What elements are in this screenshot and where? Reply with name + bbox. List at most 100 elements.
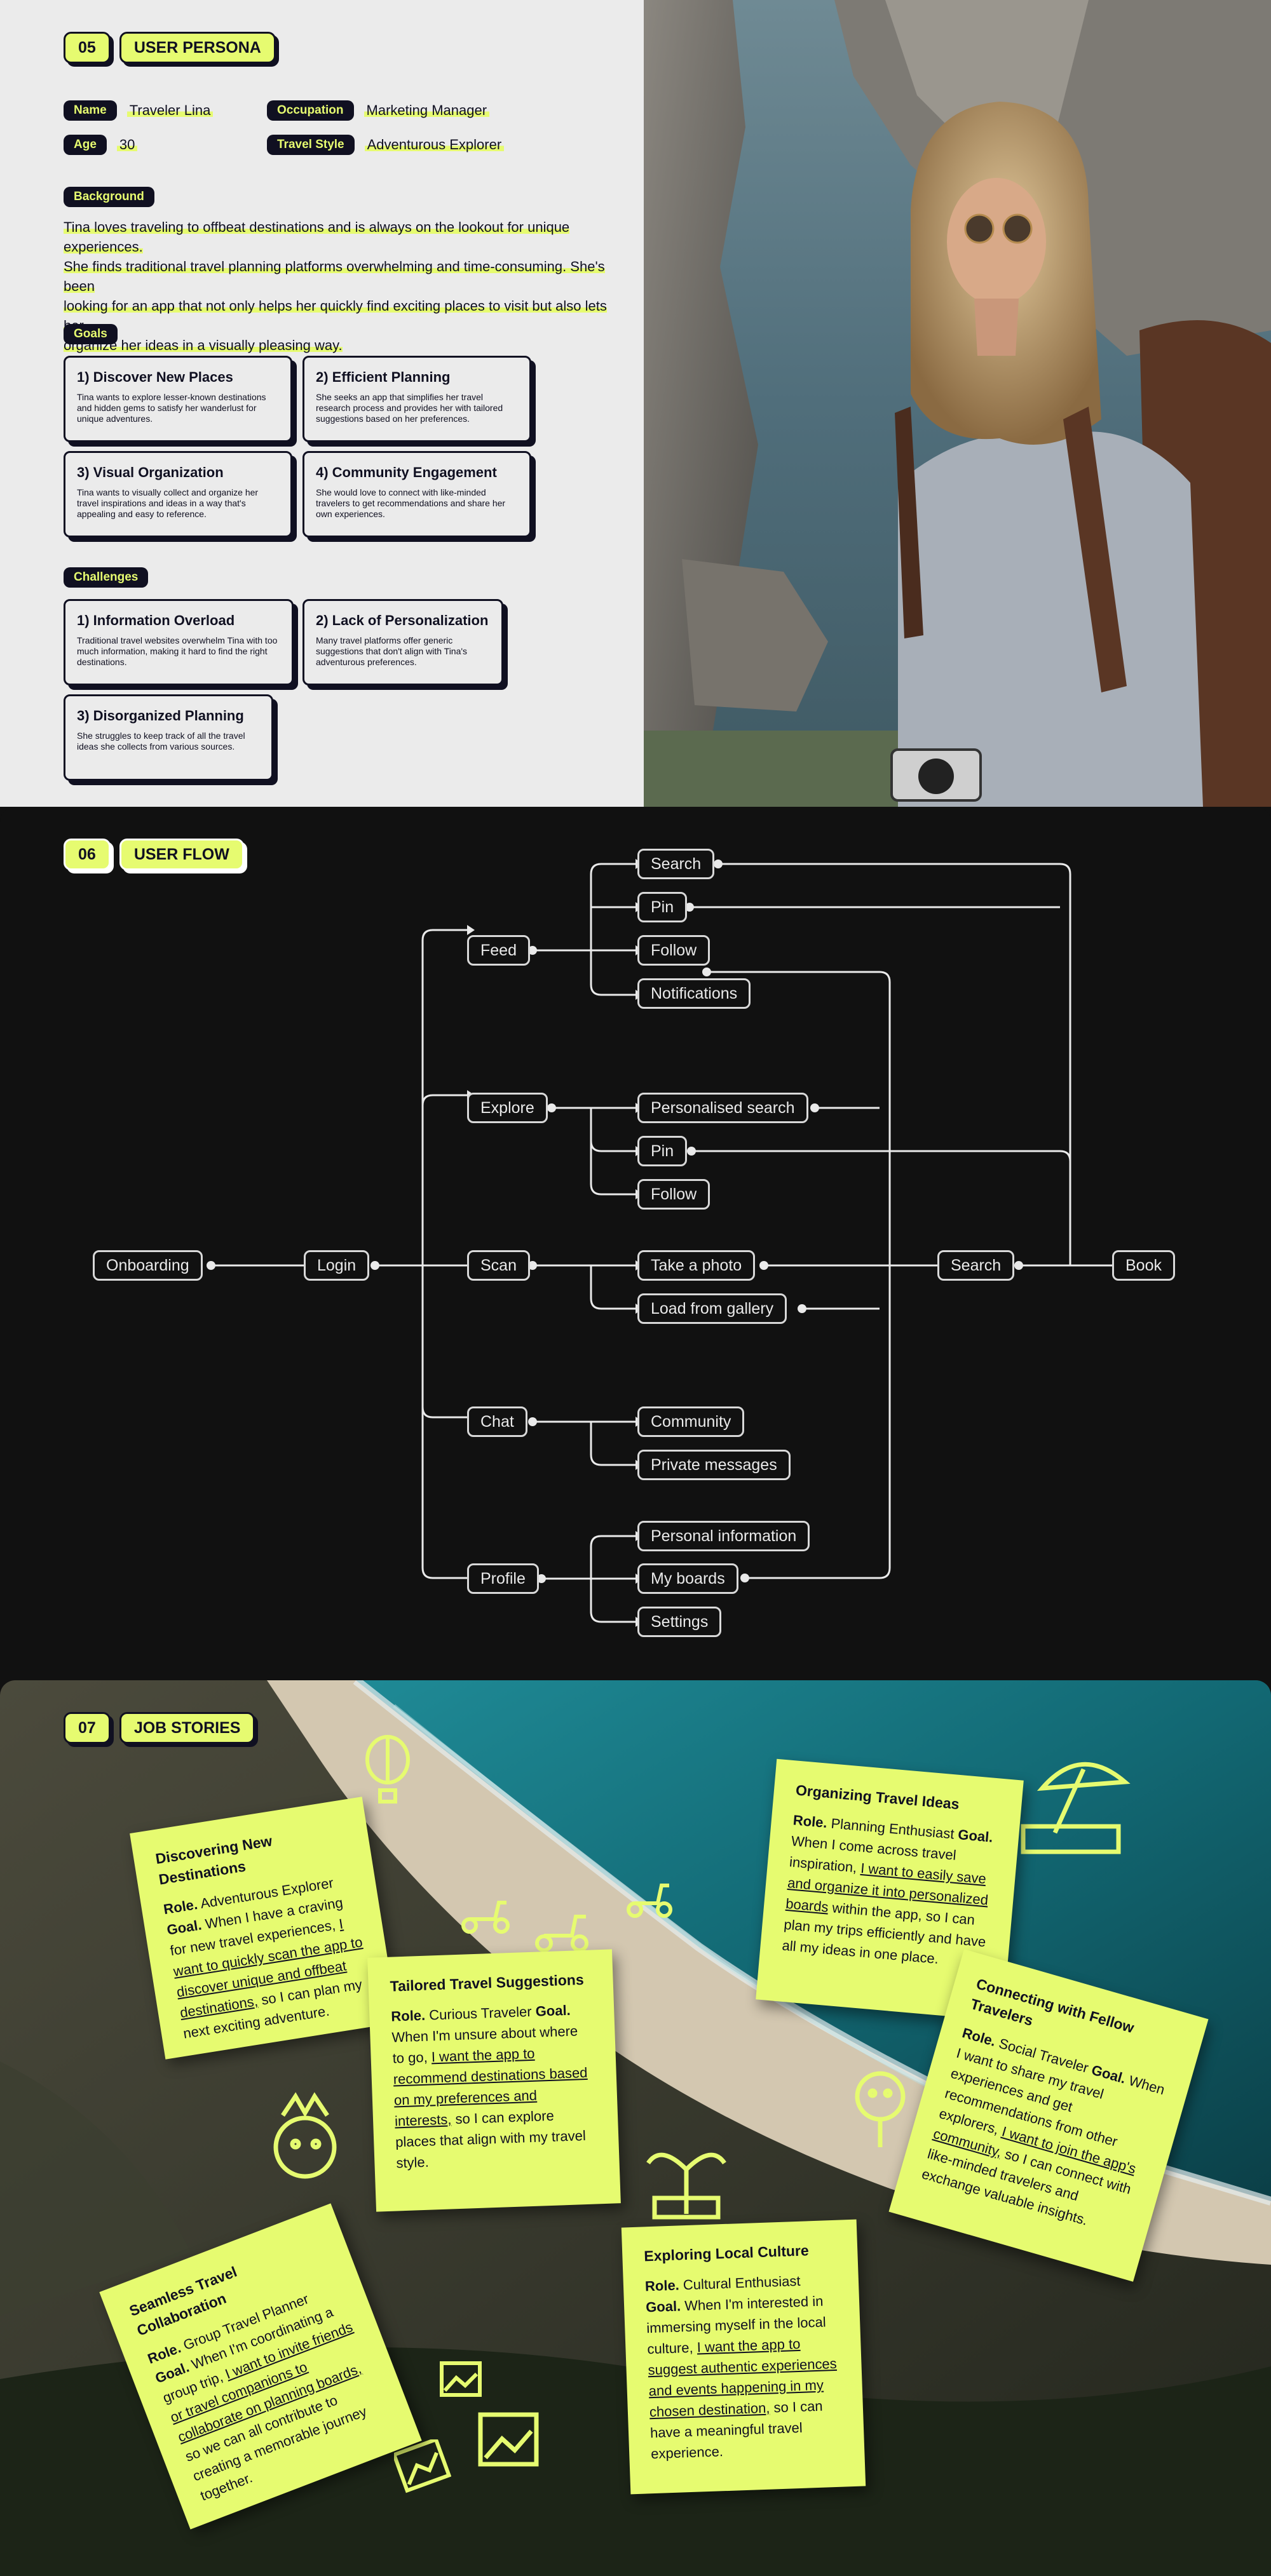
- job-story-card: Exploring Local Culture Role. Cultural E…: [621, 2219, 866, 2495]
- flow-node-take-photo: Take a photo: [637, 1250, 756, 1281]
- story-role: Curious Traveler: [428, 2003, 532, 2023]
- job-stories-section: 07 JOB STORIES Discovering New Destinati…: [0, 1680, 1271, 2576]
- card-text: Many travel platforms offer generic sugg…: [316, 635, 468, 667]
- challenges-label: Challenges: [64, 567, 149, 588]
- hot-air-balloon-icon: [365, 1735, 410, 1804]
- field-occupation: Occupation Marketing Manager: [267, 100, 490, 121]
- flow-node-community: Community: [637, 1406, 745, 1437]
- map-pin-icon: [855, 2071, 906, 2147]
- goal-label: Goal.: [165, 1917, 203, 1938]
- flow-node-personal-info: Personal information: [637, 1521, 810, 1551]
- flow-node-private-messages: Private messages: [637, 1450, 791, 1480]
- card-title: 1) Discover New Places: [77, 369, 233, 385]
- flow-node-onboarding: Onboarding: [93, 1250, 203, 1281]
- field-value: 30: [116, 137, 138, 153]
- palm-plant-icon: [646, 2152, 726, 2220]
- photo-icon: [440, 2361, 482, 2397]
- field-label: Occupation: [267, 100, 354, 121]
- goals-label: Goals: [64, 324, 118, 344]
- role-label: Role.: [162, 1896, 199, 1918]
- section-title: USER FLOW: [119, 839, 244, 870]
- card-text: Tina wants to explore lesser-known desti…: [77, 392, 266, 424]
- field-name: Name Traveler Lina: [64, 100, 214, 121]
- flow-node-feed: Feed: [467, 935, 530, 966]
- section-tag: 05 USER PERSONA: [64, 32, 276, 64]
- photo-icon: [478, 2412, 539, 2467]
- role-label: Role.: [644, 2277, 680, 2295]
- story-text: Role. Curious Traveler Goal. When I'm un…: [391, 1999, 598, 2174]
- role-label: Role.: [390, 2007, 426, 2025]
- flow-node-settings: Settings: [637, 1607, 722, 1637]
- persona-photo: [644, 0, 1271, 807]
- flow-node-my-boards: My boards: [637, 1563, 738, 1594]
- section-tag: 07 JOB STORIES: [64, 1712, 255, 1744]
- card-title: 4) Community Engagement: [316, 464, 497, 480]
- card-title: 3) Visual Organization: [77, 464, 224, 480]
- user-persona-section: 05 USER PERSONA Name Traveler Lina Occup…: [0, 0, 1271, 807]
- job-story-card: Tailored Travel Suggestions Role. Curiou…: [367, 1949, 621, 2212]
- background-line: looking for an app that not only helps h…: [64, 298, 607, 334]
- field-age: Age 30: [64, 135, 138, 155]
- beach-umbrella-icon: [1021, 1762, 1131, 1854]
- field-value: Adventurous Explorer: [364, 137, 505, 153]
- flow-node-personalised-search: Personalised search: [637, 1093, 808, 1123]
- goal-label: Goal.: [535, 2002, 571, 2020]
- scooter-icon: [461, 1901, 510, 1934]
- flow-node-load-gallery: Load from gallery: [637, 1293, 787, 1324]
- background-label: Background: [64, 187, 154, 207]
- job-story-card: Discovering New Destinations Role. Adven…: [130, 1797, 398, 2060]
- section-tag: 06 USER FLOW: [64, 839, 244, 870]
- story-text: Role. Adventurous Explorer Goal. When I …: [162, 1869, 374, 2044]
- goal-label: Goal.: [1089, 2061, 1128, 2087]
- field-label: Name: [64, 100, 117, 121]
- goal-label: Goal.: [645, 2298, 681, 2316]
- section-title: JOB STORIES: [119, 1712, 255, 1744]
- card-title: 2) Lack of Personalization: [316, 612, 489, 628]
- card-title: 1) Information Overload: [77, 612, 235, 628]
- story-title: Exploring Local Culture: [643, 2242, 810, 2265]
- user-flow-section: 06 USER FLOW: [0, 807, 1271, 1680]
- background-line: Tina loves traveling to offbeat destinat…: [64, 219, 570, 255]
- section-number: 05: [64, 32, 111, 64]
- story-role: Cultural Enthusiast: [683, 2272, 801, 2293]
- background-line: She finds traditional travel planning pl…: [64, 259, 605, 294]
- flow-node-scan: Scan: [467, 1250, 530, 1281]
- card-title: 3) Disorganized Planning: [77, 708, 244, 724]
- card-text: She seeks an app that simplifies her tra…: [316, 392, 503, 424]
- flow-node-search-final: Search: [937, 1250, 1015, 1281]
- flow-node-follow: Follow: [637, 1179, 710, 1210]
- card-text: Tina wants to visually collect and organ…: [77, 487, 259, 519]
- flow-node-notifications: Notifications: [637, 978, 751, 1009]
- flow-node-chat: Chat: [467, 1406, 527, 1437]
- field-value: Traveler Lina: [126, 102, 214, 119]
- flow-node-profile: Profile: [467, 1563, 539, 1594]
- goal-label: Goal.: [957, 1826, 994, 1845]
- photo-icon: [394, 2439, 451, 2493]
- field-value: Marketing Manager: [364, 102, 490, 119]
- scooter-icon: [535, 1915, 588, 1952]
- flow-node-pin: Pin: [637, 1136, 688, 1166]
- field-travel-style: Travel Style Adventurous Explorer: [267, 135, 505, 155]
- flow-node-search: Search: [637, 849, 715, 879]
- background-text: Tina loves traveling to offbeat destinat…: [64, 217, 623, 355]
- story-title: Tailored Travel Suggestions: [390, 1971, 585, 1995]
- field-label: Age: [64, 135, 107, 155]
- field-label: Travel Style: [267, 135, 355, 155]
- card-text: She would love to connect with like-mind…: [316, 487, 506, 519]
- card-text: Traditional travel websites overwhelm Ti…: [77, 635, 278, 667]
- card-title: 2) Efficient Planning: [316, 369, 451, 385]
- flow-node-login: Login: [304, 1250, 370, 1281]
- flow-node-book: Book: [1112, 1250, 1175, 1281]
- card-text: She struggles to keep track of all the t…: [77, 731, 245, 752]
- section-number: 07: [64, 1712, 111, 1744]
- section-number: 06: [64, 839, 111, 870]
- story-text: Role. Cultural Enthusiast Goal. When I'm…: [644, 2269, 843, 2464]
- flow-node-pin: Pin: [637, 892, 688, 922]
- flow-connectors: [207, 859, 1120, 1627]
